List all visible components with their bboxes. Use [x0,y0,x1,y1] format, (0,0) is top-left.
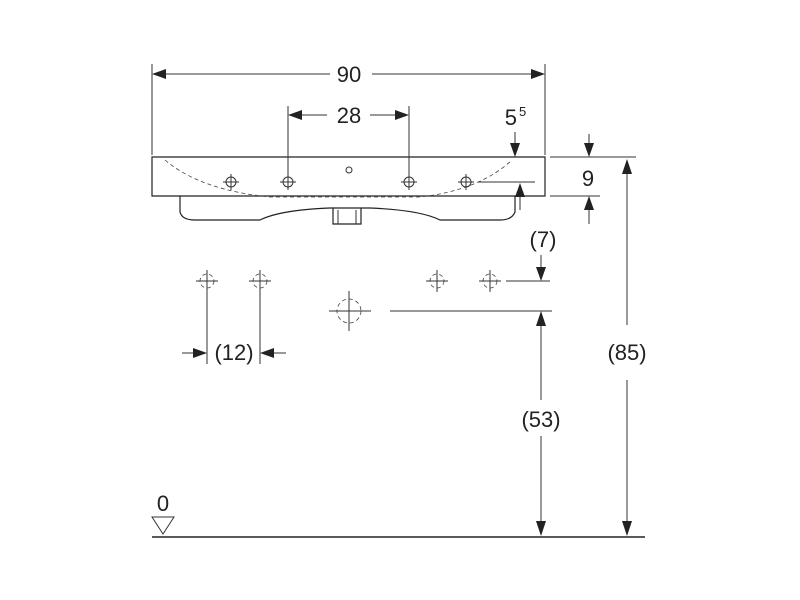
total-height-label: (85) [607,340,646,365]
floor-level-label: 0 [157,491,169,516]
fixing-hole-marker [426,270,448,292]
level-triangle-icon [151,516,175,535]
basin-tap-holes [223,166,535,190]
dimension-total-height: (85) [607,159,647,536]
hole-offset-label: (7) [530,227,557,252]
dimension-tap-spacing: 28 [287,103,410,176]
dimension-rim-height: 9 [550,134,636,224]
tap-spacing-label: 28 [337,103,361,128]
hole-spacing-label: (12) [214,340,253,365]
dimension-waste-height: (53) [521,311,561,536]
rim-offset-superscript: 5 [519,104,526,119]
fixing-hole-marker [249,270,271,292]
overflow-hole-marker [345,166,353,174]
dimension-rim-offset: 5 5 [505,104,526,210]
rim-offset-label: 5 [505,105,517,130]
wall-fixing-holes [196,270,550,292]
dimension-overall-width: 90 [151,62,546,155]
rim-height-label: 9 [582,166,594,191]
tap-hole-marker [401,174,417,190]
washbasin-body [151,156,546,225]
fixing-hole-marker [479,270,501,292]
tap-hole-marker [458,174,474,190]
dimension-hole-offset: (7) [530,227,557,281]
tap-hole-marker [280,174,296,190]
tap-hole-marker [223,174,239,190]
fixing-hole-marker [196,270,218,292]
floor-level: 0 [151,491,645,538]
dimension-hole-spacing: (12) [182,292,286,365]
waste-height-label: (53) [521,407,560,432]
overall-width-label: 90 [337,62,361,87]
waste-outlet-marker [329,291,552,331]
